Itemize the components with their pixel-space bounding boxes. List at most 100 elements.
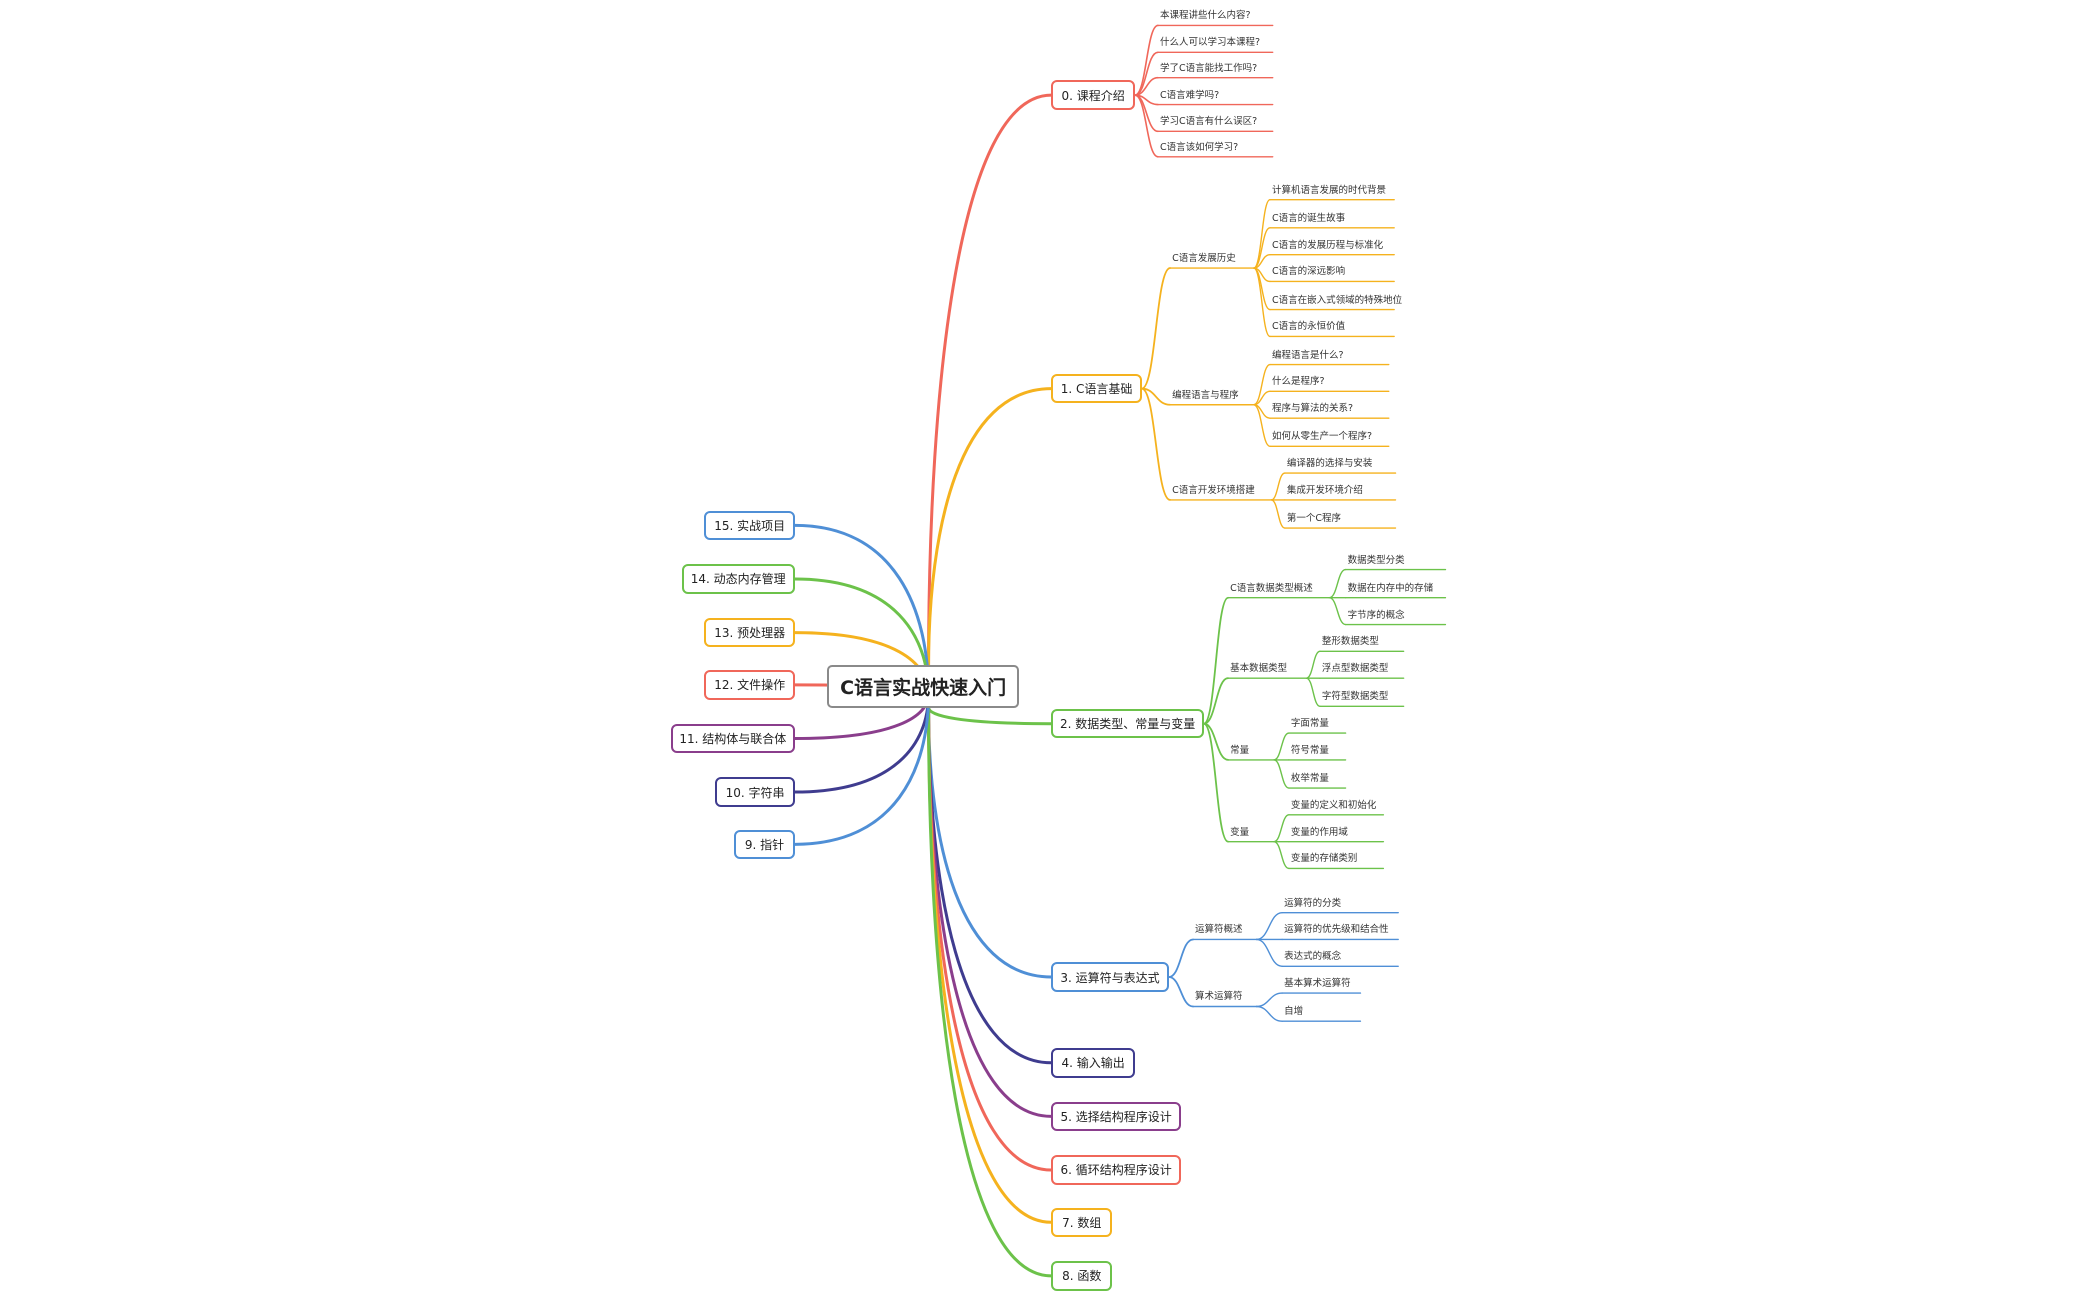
branch-c3[interactable]: 3. 运算符与表达式 [1051,962,1169,992]
c1-sub-0-leaf-5[interactable]: C语言的永恒价值 [1271,321,1346,333]
branch-c0[interactable]: 0. 课程介绍 [1051,80,1136,110]
c2-sub-1-leaf-0[interactable]: 整形数据类型 [1321,636,1379,648]
c2-sub-3-leaf-connector-0 [1273,814,1290,843]
c2-sub-1-leaf-connector-0 [1305,650,1321,679]
c2-sub-0-leaf-0[interactable]: 数据类型分类 [1347,554,1405,566]
c3-sub-1-leaf-0[interactable]: 基本算术运算符 [1284,978,1351,990]
c1-sub-2[interactable]: C语言开发环境搭建 [1172,484,1255,496]
root-node[interactable]: C语言实战快速入门 [827,664,1019,708]
c2-sub-2-leaf-2[interactable]: 枚举常量 [1290,773,1329,785]
c1-sub-0-leaf-connector-0 [1253,198,1271,269]
c1-sub-1-leaf-0[interactable]: 编程语言是什么? [1271,349,1344,361]
c3-sub-0-leaf-1[interactable]: 运算符的优先级和结合性 [1284,924,1389,936]
c2-sub-2-leaf-connector-0 [1273,732,1290,761]
c1-sub-0-leaf-3[interactable]: C语言的深远影响 [1271,266,1346,278]
branch-connector-c0 [927,93,1053,669]
c0-leaf-connector-5 [1134,94,1159,158]
c1-sub-0-leaf-connector-1 [1253,227,1271,269]
c1-sub-0-leaf-1[interactable]: C语言的诞生故事 [1271,212,1346,224]
c0-leaf-3[interactable]: C语言难学吗? [1159,89,1220,101]
c1-sub-connector-0 [1140,267,1172,390]
c2-sub-connector-0 [1202,596,1230,725]
branch-connector-c2 [927,706,1053,726]
c1-sub-0[interactable]: C语言发展历史 [1172,253,1236,265]
branch-c15[interactable]: 15. 实战项目 [704,510,795,541]
branch-connector-c8 [927,706,1053,1278]
c1-sub-1[interactable]: 编程语言与程序 [1172,389,1239,401]
c2-sub-0-leaf-connector-0 [1328,568,1347,599]
c2-sub-3[interactable]: 变量 [1230,826,1250,838]
c3-sub-0-leaf-2[interactable]: 表达式的概念 [1284,951,1342,963]
c0-leaf-0[interactable]: 本课程讲些什么内容? [1159,10,1251,22]
branch-c9[interactable]: 9. 指针 [734,829,795,860]
c2-sub-3-leaf-2[interactable]: 变量的存储类别 [1290,853,1358,865]
branch-c2[interactable]: 2. 数据类型、常量与变量 [1051,708,1204,739]
c0-leaf-2[interactable]: 学了C语言能找工作吗? [1159,62,1258,74]
c1-sub-0-leaf-2[interactable]: C语言的发展历程与标准化 [1271,239,1384,251]
c2-sub-3-leaf-connector-2 [1273,840,1290,870]
c0-leaf-1[interactable]: 什么人可以学习本课程? [1159,37,1261,49]
branch-c6[interactable]: 6. 循环结构程序设计 [1051,1155,1181,1185]
c2-sub-1-leaf-1[interactable]: 浮点型数据类型 [1321,663,1389,675]
branch-c10[interactable]: 10. 字符串 [715,777,795,807]
branch-connector-c6 [927,706,1053,1172]
c2-sub-1[interactable]: 基本数据类型 [1230,663,1288,675]
c0-leaf-connector-0 [1134,24,1159,96]
c3-sub-1-leaf-1[interactable]: 自增 [1284,1006,1304,1018]
branch-connector-c9 [793,692,931,846]
c3-sub-0[interactable]: 运算符概述 [1195,924,1243,936]
c1-sub-2-leaf-2[interactable]: 第一个C程序 [1286,513,1341,525]
c3-sub-0-leaf-0[interactable]: 运算符的分类 [1284,897,1342,909]
branch-connector-c7 [927,706,1053,1224]
branch-c4[interactable]: 4. 输入输出 [1051,1048,1136,1078]
branch-c7[interactable]: 7. 数组 [1051,1207,1113,1237]
c2-sub-0-leaf-2[interactable]: 字节序的概念 [1347,609,1405,621]
c2-sub-0[interactable]: C语言数据类型概述 [1230,582,1313,594]
c2-sub-3-leaf-0[interactable]: 变量的定义和初始化 [1290,799,1377,811]
c3-sub-0-leaf-connector-2 [1255,938,1283,967]
c3-sub-connector-1 [1167,976,1194,1008]
c3-sub-0-leaf-connector-0 [1255,911,1283,941]
c2-sub-2-leaf-connector-2 [1273,759,1290,789]
branch-connector-c1 [927,387,1053,669]
c1-sub-1-leaf-2[interactable]: 程序与算法的关系? [1271,403,1354,415]
branch-c5[interactable]: 5. 选择结构程序设计 [1051,1101,1181,1132]
c1-sub-1-leaf-connector-3 [1253,404,1271,447]
c1-sub-1-leaf-1[interactable]: 什么是程序? [1271,376,1325,388]
branch-c1[interactable]: 1. C语言基础 [1051,373,1142,404]
c3-sub-1[interactable]: 算术运算符 [1195,991,1243,1003]
c1-sub-2-leaf-1[interactable]: 集成开发环境介绍 [1286,484,1363,496]
c1-sub-0-leaf-4[interactable]: C语言在嵌入式领域的特殊地位 [1271,294,1403,306]
c3-sub-1-leaf-connector-1 [1255,1005,1283,1022]
branch-connector-c3 [927,706,1053,979]
c1-sub-0-leaf-0[interactable]: 计算机语言发展的时代背景 [1271,184,1386,196]
c2-sub-2[interactable]: 常量 [1230,744,1250,756]
c2-sub-1-leaf-2[interactable]: 字符型数据类型 [1321,691,1389,703]
branch-c12[interactable]: 12. 文件操作 [704,670,795,700]
branch-c14[interactable]: 14. 动态内存管理 [681,564,795,594]
c2-sub-3-leaf-1[interactable]: 变量的作用域 [1290,826,1348,838]
c1-sub-2-leaf-0[interactable]: 编译器的选择与安装 [1286,458,1373,470]
c0-leaf-5[interactable]: C语言该如何学习? [1159,141,1239,153]
branch-c8[interactable]: 8. 函数 [1051,1261,1113,1291]
branch-c13[interactable]: 13. 预处理器 [704,617,795,648]
c2-sub-2-leaf-1[interactable]: 符号常量 [1290,744,1329,756]
branch-connector-c10 [793,692,931,794]
c1-sub-2-leaf-connector-2 [1270,499,1286,529]
c3-sub-connector-0 [1167,938,1194,978]
c2-sub-0-leaf-1[interactable]: 数据在内存中的存储 [1347,582,1434,594]
c1-sub-1-leaf-3[interactable]: 如何从零生产一个程序? [1271,431,1373,443]
c2-sub-2-leaf-0[interactable]: 字面常量 [1290,718,1329,730]
c2-sub-connector-1 [1202,677,1230,725]
c1-sub-0-leaf-connector-5 [1253,267,1271,338]
c0-leaf-4[interactable]: 学习C语言有什么误区? [1159,116,1258,128]
c3-sub-1-leaf-connector-0 [1255,992,1283,1008]
c1-sub-1-leaf-connector-0 [1253,363,1271,406]
branch-c11[interactable]: 11. 结构体与联合体 [670,723,795,754]
c2-sub-connector-3 [1202,722,1230,843]
c2-sub-1-leaf-connector-2 [1305,677,1321,707]
c1-sub-connector-1 [1140,387,1172,406]
c2-sub-0-leaf-connector-2 [1328,597,1347,626]
